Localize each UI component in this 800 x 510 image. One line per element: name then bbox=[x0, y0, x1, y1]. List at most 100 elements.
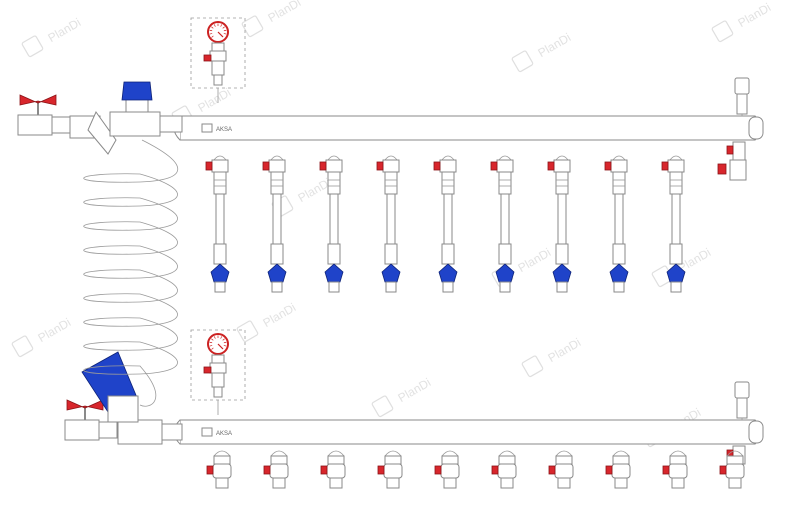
flow-meter-knob-icon bbox=[666, 263, 686, 283]
outlet-valve-body bbox=[725, 463, 745, 479]
air-vent-icon bbox=[734, 381, 750, 420]
outlet-elbow bbox=[327, 155, 341, 161]
gauge-valve-handle bbox=[203, 366, 212, 374]
outlet-valve-body bbox=[496, 159, 514, 173]
outlet-valve-body bbox=[382, 159, 400, 173]
gauge-valve-handle bbox=[203, 54, 212, 62]
outlet-valve-body bbox=[326, 463, 346, 479]
watermark-logo-icon bbox=[521, 355, 544, 378]
outlet-tail bbox=[442, 281, 454, 293]
red-valve-cap-icon bbox=[547, 161, 555, 171]
return-outlet bbox=[434, 450, 460, 489]
outlet-elbow bbox=[498, 450, 516, 457]
capillary-coil bbox=[83, 139, 178, 407]
air-vent-body bbox=[736, 93, 748, 115]
supply-outlet bbox=[433, 155, 458, 293]
watermark-logo-icon bbox=[21, 35, 44, 58]
manifold-brand-label: AKSA bbox=[216, 127, 232, 133]
outlet-collar bbox=[498, 455, 516, 465]
gauge-tick bbox=[213, 24, 216, 27]
supply-outlet bbox=[205, 155, 230, 293]
drain-body bbox=[732, 141, 746, 161]
outlet-elbow bbox=[213, 450, 231, 457]
flow-meter-tube bbox=[215, 193, 225, 245]
watermark: PlanDi bbox=[711, 0, 773, 43]
watermark-text: PlanDi bbox=[516, 245, 554, 275]
supply-outlet bbox=[319, 155, 344, 293]
gauge-tick bbox=[209, 33, 213, 35]
watermark-text: PlanDi bbox=[536, 30, 574, 60]
outlet-tail bbox=[329, 477, 343, 489]
outlet-valve-body bbox=[440, 463, 460, 479]
watermark: PlanDi bbox=[21, 15, 83, 58]
flow-meter-knob-icon bbox=[609, 263, 629, 283]
outlet-tail bbox=[728, 477, 742, 489]
outlet-union bbox=[555, 171, 569, 195]
manifold-bar: AKSA bbox=[173, 381, 764, 477]
watermark-logo-icon bbox=[236, 320, 259, 343]
red-valve-cap-icon bbox=[206, 465, 214, 475]
return-outlet bbox=[548, 450, 574, 489]
outlet-valve-body bbox=[610, 159, 628, 173]
outlet-elbow bbox=[384, 155, 398, 161]
gauge-connector bbox=[213, 386, 223, 398]
return-outlet bbox=[605, 450, 631, 489]
ball-valve-nut bbox=[98, 421, 118, 439]
air-vent-cap bbox=[734, 77, 750, 95]
gauge-tick bbox=[223, 33, 227, 35]
outlet-elbow bbox=[612, 155, 626, 161]
watermark: PlanDi bbox=[241, 0, 303, 38]
gauge-valve-body bbox=[209, 362, 227, 374]
outlet-tail bbox=[271, 281, 283, 293]
red-valve-cap-icon bbox=[319, 161, 327, 171]
red-valve-cap-icon bbox=[433, 161, 441, 171]
outlet-valve-body bbox=[211, 159, 229, 173]
outlet-union bbox=[270, 171, 284, 195]
outlet-valve-body bbox=[667, 159, 685, 173]
return-outlet bbox=[491, 450, 517, 489]
drain-handle bbox=[726, 145, 734, 155]
outlet-tail bbox=[557, 477, 571, 489]
watermark-logo-icon bbox=[11, 335, 34, 358]
outlet-tail bbox=[671, 477, 685, 489]
supply-outlet bbox=[376, 155, 401, 293]
red-valve-cap-icon bbox=[205, 161, 213, 171]
outlet-elbow bbox=[384, 450, 402, 457]
outlet-valve-body bbox=[439, 159, 457, 173]
outlet-tail bbox=[614, 477, 628, 489]
outlet-elbow bbox=[498, 155, 512, 161]
watermark-text: PlanDi bbox=[196, 85, 234, 115]
outlet-valve-body bbox=[497, 463, 517, 479]
outlet-elbow bbox=[555, 155, 569, 161]
red-valve-cap-icon bbox=[263, 465, 271, 475]
supply-outlet bbox=[661, 155, 686, 293]
gauge-valve-body bbox=[209, 50, 227, 62]
return-outlet bbox=[206, 450, 232, 489]
flow-meter-knob-icon bbox=[210, 263, 230, 283]
outlet-valve-body bbox=[212, 463, 232, 479]
return-outlet bbox=[719, 450, 745, 489]
watermark: PlanDi bbox=[521, 335, 583, 378]
air-vent-icon bbox=[734, 77, 750, 116]
supply-outlet bbox=[262, 155, 287, 293]
outlet-union bbox=[384, 171, 398, 195]
outlet-collar bbox=[327, 455, 345, 465]
outlet-elbow bbox=[441, 450, 459, 457]
outlet-valve-body bbox=[383, 463, 403, 479]
supply-inlet-fittings bbox=[69, 81, 183, 155]
outlet-valve-body bbox=[269, 463, 289, 479]
gauge-stem bbox=[211, 354, 225, 364]
air-vent-body bbox=[736, 397, 748, 419]
watermark-text: PlanDi bbox=[396, 375, 434, 405]
outlet-tail bbox=[214, 281, 226, 293]
outlet-valve-body bbox=[554, 463, 574, 479]
red-valve-cap-icon bbox=[434, 465, 442, 475]
gauge-fitting bbox=[211, 60, 225, 76]
outlet-tail bbox=[328, 281, 340, 293]
outlet-union bbox=[669, 171, 683, 195]
outlet-elbow bbox=[669, 155, 683, 161]
flow-meter-tube bbox=[386, 193, 396, 245]
red-valve-cap-icon bbox=[662, 465, 670, 475]
flow-meter-tube bbox=[272, 193, 282, 245]
